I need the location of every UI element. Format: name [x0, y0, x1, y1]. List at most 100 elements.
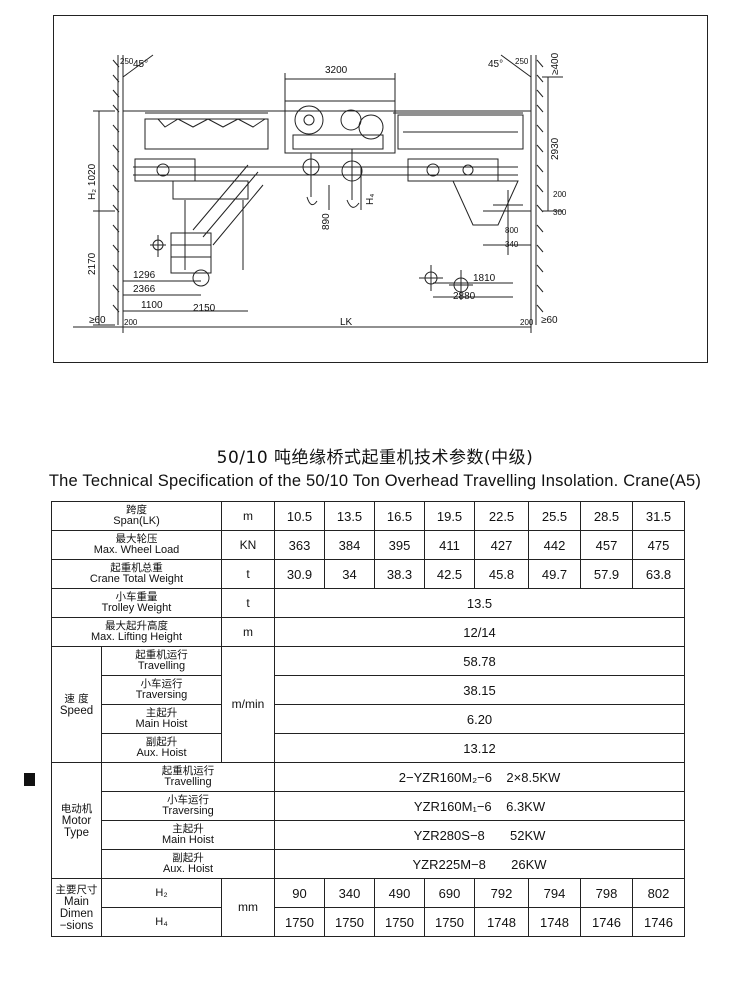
h2-value: 798 — [580, 878, 634, 908]
dim-250-left: 250 — [120, 57, 134, 66]
unit-lifting-height: m — [221, 617, 276, 647]
dim-h4: H₄ — [365, 194, 376, 205]
dim-span-lk: LK — [340, 317, 353, 328]
wheel-load-value: 427 — [474, 530, 530, 560]
h4-value: 1750 — [424, 907, 476, 937]
motor-aux-hoist-value: YZR225M−8 26KW — [274, 849, 686, 879]
dim-200-left: 200 — [124, 318, 138, 327]
total-weight-value: 45.8 — [474, 559, 530, 589]
span-value: 19.5 — [424, 501, 476, 531]
speed-aux-hoist-value: 13.12 — [274, 733, 686, 763]
wheel-load-value: 411 — [424, 530, 476, 560]
span-value: 10.5 — [274, 501, 326, 531]
dim-1296: 1296 — [133, 270, 156, 281]
motor-traversing-value: YZR160M₁−6 6.3KW — [274, 791, 686, 821]
crane-drawing: 3200 45° 45° 250 250 ≥400 H₂ 1020 2170 2… — [53, 15, 708, 363]
h2-value: 802 — [632, 878, 686, 908]
dim-300: 300 — [553, 208, 567, 217]
dim-clear-left: ≥60 — [89, 315, 106, 326]
dim-2930: 2930 — [550, 137, 561, 160]
wheel-load-value: 442 — [528, 530, 582, 560]
wheel-load-value: 457 — [580, 530, 634, 560]
dim-200-small: 200 — [553, 190, 567, 199]
trolley-weight-value: 13.5 — [274, 588, 686, 618]
dim-2150: 2150 — [193, 303, 216, 314]
dim-3200: 3200 — [325, 65, 348, 76]
h4-value: 1748 — [474, 907, 530, 937]
label-h4: H₄ — [100, 907, 223, 937]
total-weight-value: 34 — [324, 559, 376, 589]
dim-1810: 1810 — [473, 273, 496, 284]
dim-top-400: ≥400 — [550, 52, 561, 75]
wheel-load-value: 384 — [324, 530, 376, 560]
dim-2366: 2366 — [133, 284, 156, 295]
h4-value: 1746 — [580, 907, 634, 937]
speed-traversing-value: 38.15 — [274, 675, 686, 705]
total-weight-value: 49.7 — [528, 559, 582, 589]
unit-total-weight: t — [221, 559, 276, 589]
title-english: The Technical Specification of the 50/10… — [48, 472, 702, 490]
span-value: 13.5 — [324, 501, 376, 531]
span-value: 28.5 — [580, 501, 634, 531]
dim-250-right: 250 — [515, 57, 529, 66]
h2-value: 340 — [324, 878, 376, 908]
title-chinese: 50/10 吨绝缘桥式起重机技术参数(中级) — [216, 448, 534, 468]
h4-value: 1746 — [632, 907, 686, 937]
drawing-labels: 3200 45° 45° 250 250 ≥400 H₂ 1020 2170 2… — [87, 52, 567, 328]
wheel-load-value: 363 — [274, 530, 326, 560]
motor-main-hoist-value: YZR280S−8 52KW — [274, 820, 686, 850]
unit-span: m — [221, 501, 276, 531]
h4-value: 1748 — [528, 907, 582, 937]
dim-890: 890 — [321, 213, 332, 230]
dim-200-right: 200 — [520, 318, 534, 327]
h2-value: 792 — [474, 878, 530, 908]
total-weight-value: 57.9 — [580, 559, 634, 589]
dim-2880: 2880 — [453, 291, 476, 302]
span-value: 16.5 — [374, 501, 426, 531]
speed-main-hoist-value: 6.20 — [274, 704, 686, 734]
h2-value: 490 — [374, 878, 426, 908]
dim-2170: 2170 — [87, 252, 98, 275]
h2-value: 794 — [528, 878, 582, 908]
dim-clear-right: ≥60 — [541, 315, 558, 326]
unit-speed: m/min — [221, 646, 276, 763]
h2-value: 90 — [274, 878, 326, 908]
motor-travelling-value: 2−YZR160M₂−6 2×8.5KW — [274, 762, 686, 792]
unit-trolley-weight: t — [221, 588, 276, 618]
total-weight-value: 30.9 — [274, 559, 326, 589]
row-dim-h4: H₄ 1750 1750 1750 1750 1748 1748 1746 17… — [52, 907, 686, 937]
dim-340: 340 — [505, 240, 519, 249]
total-weight-value: 63.8 — [632, 559, 686, 589]
unit-wheel-load: KN — [221, 530, 276, 560]
span-value: 22.5 — [474, 501, 530, 531]
span-value: 31.5 — [632, 501, 686, 531]
dim-angle-right: 45° — [488, 59, 503, 70]
dim-angle-left: 45° — [133, 59, 148, 70]
page-edge-marker — [24, 773, 35, 786]
dim-800: 800 — [505, 226, 519, 235]
unit-dimensions: mm — [221, 878, 276, 937]
